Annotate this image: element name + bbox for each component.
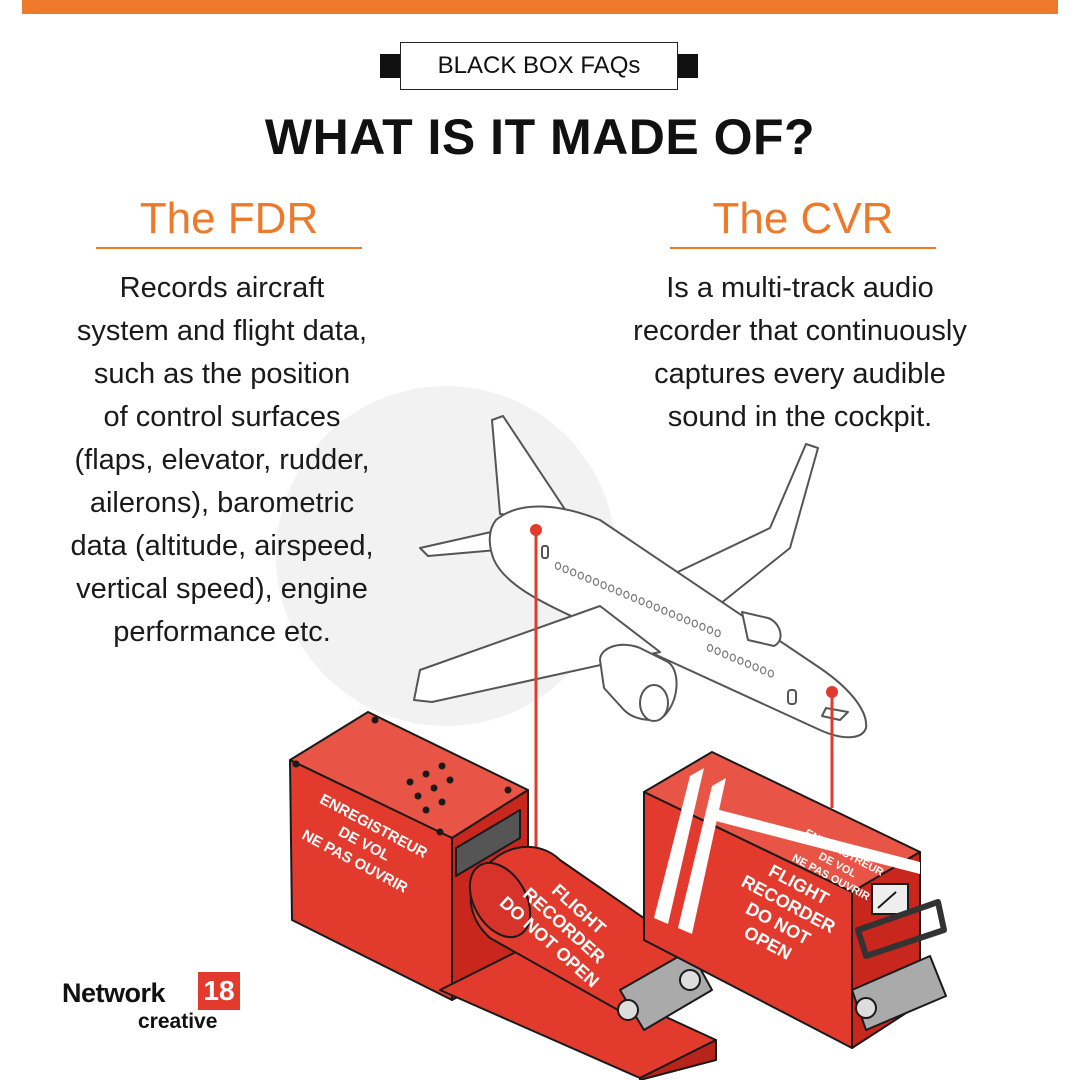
- airplane-window: [638, 597, 645, 606]
- fdr-vent: [455, 809, 521, 877]
- airplane-door: [787, 689, 797, 705]
- airplane-window: [760, 666, 767, 675]
- network18-logo: Network 18 creative: [62, 968, 262, 1033]
- airplane-window: [714, 629, 721, 638]
- fdr-title-underline: [96, 247, 362, 249]
- airplane-window: [570, 568, 577, 577]
- airplane-cockpit-window: [821, 707, 849, 721]
- fdr-cylinder-end: [468, 862, 532, 938]
- airplane-window: [752, 663, 759, 672]
- top-accent-bar: [22, 0, 1058, 14]
- airplane-window: [615, 587, 623, 596]
- airplane-window: [767, 669, 775, 678]
- fdr-connector-port: [617, 999, 639, 1021]
- kicker-right-block: [678, 54, 698, 78]
- kicker-label: BLACK BOX FAQs: [400, 42, 678, 90]
- logo-number: 18: [198, 972, 240, 1010]
- cvr-stripe-1: [654, 768, 704, 924]
- airplane-window: [585, 574, 592, 583]
- airplane-window: [744, 659, 752, 668]
- airplane-window: [684, 616, 691, 625]
- fdr-top-holes: [292, 716, 512, 836]
- cvr-indicator: [826, 686, 838, 808]
- airplane-window: [577, 571, 585, 580]
- airplane-window: [608, 584, 615, 593]
- airplane-window: [554, 561, 562, 570]
- airplane-window: [699, 622, 706, 631]
- airplane-rear-door: [541, 545, 549, 559]
- cvr-description: Is a multi-track audio recorder that con…: [633, 272, 967, 433]
- airplane-fuselage: [488, 505, 868, 739]
- page-title: WHAT IS IT MADE OF?: [264, 109, 816, 165]
- cvr-connector-port: [855, 997, 877, 1019]
- cvr-title-underline: [670, 247, 936, 249]
- airplane-window: [661, 606, 668, 615]
- airplane-window: [592, 577, 600, 586]
- kicker-badge: BLACK BOX FAQs: [380, 42, 698, 90]
- airplane-window: [706, 643, 714, 652]
- airplane-window-row: [554, 561, 775, 678]
- cvr-english-label: FLIGHT RECORDER DO NOT OPEN: [738, 861, 838, 964]
- airplane-far-engine: [741, 611, 782, 647]
- airplane-window: [714, 647, 721, 656]
- fdr-indicator: [530, 524, 542, 880]
- airplane-window: [729, 653, 737, 662]
- airplane-window: [722, 650, 729, 659]
- airplane-window: [600, 581, 607, 590]
- fdr-recorder-box: [289, 711, 717, 1080]
- cvr-title: The CVR: [712, 194, 894, 243]
- fdr-indicator-dot: [530, 524, 542, 536]
- cvr-handle: [855, 899, 947, 959]
- logo-word: Network: [62, 978, 166, 1008]
- airplane-window: [623, 590, 630, 599]
- airplane-window: [668, 609, 676, 618]
- kicker-left-block: [380, 54, 400, 78]
- airplane-engine-intake: [639, 684, 669, 722]
- cvr-gauge: [871, 883, 909, 915]
- fdr-memory-cylinder: [469, 846, 691, 1011]
- airplane-illustration: [413, 415, 868, 739]
- logo-sub: creative: [138, 1010, 218, 1033]
- airplane-window: [737, 656, 744, 665]
- cvr-indicator-dot: [826, 686, 838, 698]
- fdr-title: The FDR: [139, 194, 319, 243]
- airplane-window: [646, 600, 653, 609]
- cvr-stripe-band: [712, 808, 920, 874]
- airplane-window: [630, 593, 638, 602]
- airplane-window: [706, 625, 714, 634]
- airplane-window: [653, 603, 661, 612]
- airplane-window: [676, 613, 683, 622]
- airplane-window: [691, 619, 699, 628]
- airplane-window: [562, 565, 569, 574]
- cvr-recorder-box: [643, 751, 947, 1049]
- fdr-description: Records aircraft system and flight data,…: [70, 272, 374, 648]
